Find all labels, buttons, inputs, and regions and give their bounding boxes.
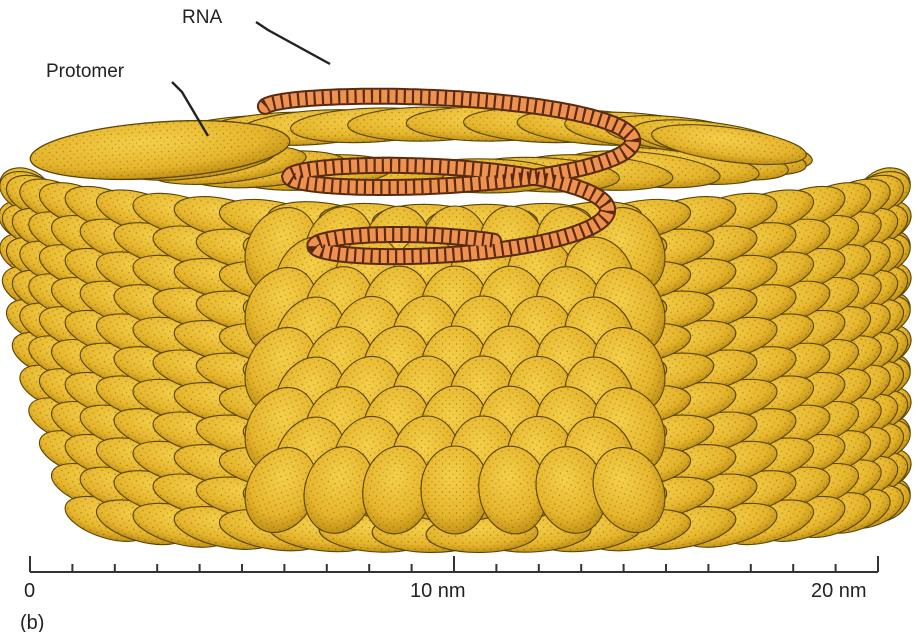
protomer-label: Protomer	[46, 61, 125, 82]
scale-label-mid: 10 nm	[410, 580, 466, 602]
panel-label: (b)	[20, 612, 44, 632]
scale-bar	[30, 556, 878, 572]
scale-label-start: 0	[24, 580, 35, 602]
rna-leader-line	[256, 22, 330, 64]
scale-label-end: 20 nm	[811, 580, 867, 602]
rna-label: RNA	[182, 7, 222, 28]
